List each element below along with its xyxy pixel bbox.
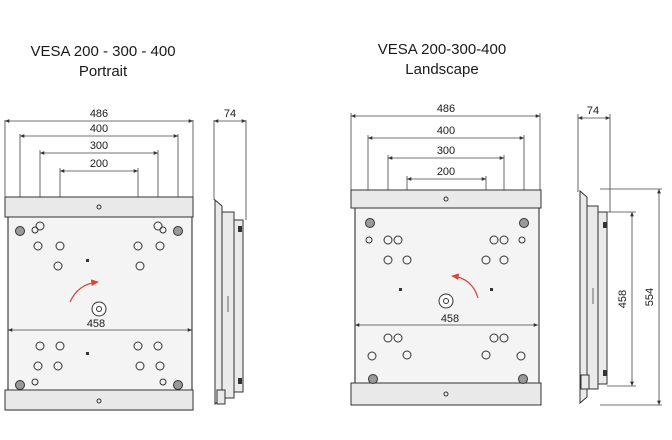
portrait-bolts — [15, 226, 183, 390]
landscape-dim-458-label: 458 — [441, 313, 459, 325]
landscape-keyholes-upper — [365, 235, 526, 265]
portrait-dim-458-label: 458 — [87, 318, 105, 330]
portrait-rotation-arrow — [69, 279, 99, 303]
portrait-keyholes-upper — [31, 221, 167, 271]
portrait-dim-400-label: 400 — [90, 123, 108, 135]
landscape-bottom-bar — [350, 382, 542, 406]
portrait-dim-200-label: 200 — [90, 158, 108, 170]
landscape-title: VESA 200-300-400 — [378, 41, 506, 58]
portrait-dim-300-label: 300 — [90, 140, 108, 152]
landscape-dim-h458-label: 458 — [617, 290, 629, 308]
landscape-dim-200-label: 200 — [437, 166, 455, 178]
landscape-bolts — [365, 218, 529, 384]
portrait-bottom-bar — [4, 389, 194, 411]
landscape-dim-400-label: 400 — [437, 125, 455, 137]
portrait-subtitle: Portrait — [79, 63, 128, 80]
landscape-subtitle: Landscape — [405, 61, 478, 78]
portrait-top-bar — [4, 196, 194, 218]
portrait-title: VESA 200 - 300 - 400 — [30, 43, 175, 60]
landscape-rotation-arrow — [451, 273, 479, 299]
landscape-side-view: 74 458 554 — [577, 105, 662, 406]
landscape-dim-458: 458 — [355, 313, 538, 327]
portrait-view: VESA 200 - 300 - 400 Portrait 486 400 30… — [4, 43, 247, 411]
portrait-dim-486: 486 — [4, 108, 194, 205]
portrait-side-view: 74 — [213, 108, 247, 406]
portrait-dim-74-label: 74 — [224, 108, 236, 120]
landscape-dim-300-label: 300 — [437, 145, 455, 157]
landscape-view: VESA 200-300-400 Landscape 486 400 300 — [350, 41, 662, 406]
landscape-dim-486-label: 486 — [437, 103, 455, 115]
landscape-dim-h554-label: 554 — [644, 288, 656, 306]
landscape-keyholes-lower — [367, 333, 526, 361]
portrait-keyholes-lower — [31, 341, 167, 386]
landscape-top-bar — [350, 189, 542, 209]
portrait-dim-458: 458 — [8, 318, 192, 332]
portrait-dim-486-label: 486 — [90, 108, 108, 120]
landscape-dim-486: 486 — [350, 103, 541, 190]
landscape-dim-74-label: 74 — [587, 105, 599, 117]
